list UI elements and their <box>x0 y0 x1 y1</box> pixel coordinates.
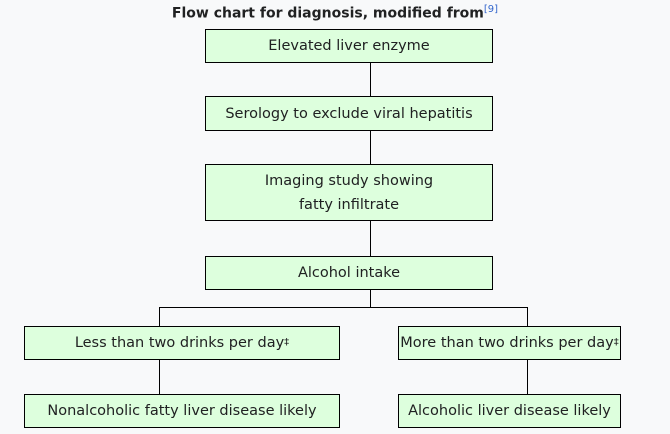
node-imaging-study: Imaging study showing fatty infiltrate <box>205 164 493 221</box>
node-serology: Serology to exclude viral hepatitis <box>205 96 493 131</box>
connector <box>370 220 371 256</box>
node-label: Nonalcoholic fatty liver disease likely <box>47 403 317 419</box>
branch-connector <box>159 307 528 308</box>
footnote-mark[interactable]: ‡ <box>284 337 290 348</box>
node-label: Serology to exclude viral hepatitis <box>225 105 473 122</box>
connector <box>527 359 528 394</box>
node-label: Alcohol intake <box>297 265 401 281</box>
connector <box>159 307 160 326</box>
citation-link[interactable]: [9] <box>483 4 499 15</box>
connector <box>370 62 371 96</box>
node-label-line2: fatty infiltrate <box>298 196 400 213</box>
title-text: Flow chart for diagnosis, modified from <box>171 5 484 22</box>
connector <box>159 359 160 394</box>
node-less-than-two-drinks: Less than two drinks per day‡ <box>24 326 340 360</box>
node-nafld-likely: Nonalcoholic fatty liver disease likely <box>24 394 340 428</box>
connector <box>527 307 528 326</box>
chart-title: Flow chart for diagnosis, modified from[… <box>0 4 670 22</box>
connector <box>370 130 371 164</box>
node-more-than-two-drinks: More than two drinks per day‡ <box>398 326 621 360</box>
node-label-line1: Imaging study showing <box>264 172 434 189</box>
connector <box>370 289 371 307</box>
footnote-mark[interactable]: ‡ <box>613 337 619 348</box>
node-label: More than two drinks per day <box>400 335 614 351</box>
node-label: Less than two drinks per day <box>74 335 285 351</box>
node-elevated-liver-enzyme: Elevated liver enzyme <box>205 29 493 63</box>
node-label: Alcoholic liver disease likely <box>408 403 611 419</box>
node-label: Elevated liver enzyme <box>268 38 430 54</box>
node-ald-likely: Alcoholic liver disease likely <box>398 394 621 428</box>
node-alcohol-intake: Alcohol intake <box>205 256 493 290</box>
